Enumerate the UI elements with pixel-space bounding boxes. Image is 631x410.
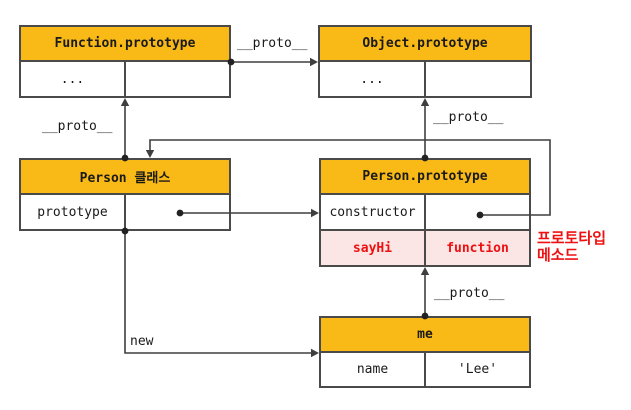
cell-prototype-key: prototype (21, 195, 126, 229)
box-row-sayhi-method: sayHi function (321, 231, 529, 265)
box-row-name: name 'Lee' (321, 353, 529, 386)
arrowhead-into-person-prototype-left (311, 208, 319, 218)
box-person-prototype: Person.prototype constructor sayHi funct… (319, 158, 531, 267)
box-row: ... (21, 62, 229, 96)
label-proto-person-to-function: __proto__ (42, 119, 113, 134)
cell-sayhi-value: function (426, 231, 529, 265)
label-proto-function-to-object: __proto__ (237, 36, 308, 51)
box-object-prototype: Object.prototype ... (318, 25, 532, 98)
box-title-person-prototype: Person.prototype (321, 160, 529, 195)
cell-ellipsis: ... (320, 62, 426, 96)
cell-constructor-key: constructor (321, 195, 426, 229)
box-me: me name 'Lee' (319, 316, 531, 388)
annotation-line-2: 메소드 (537, 246, 579, 264)
box-row: prototype (21, 195, 229, 229)
arrowhead-into-person-class-top (145, 150, 155, 158)
annotation-line-1: 프로토타입 (537, 229, 607, 247)
cell-constructor-ref (426, 195, 529, 229)
arrowhead-into-object-prototype (310, 57, 318, 67)
label-proto-me-to-prototype: __proto__ (434, 286, 505, 301)
cell-empty (126, 62, 229, 96)
cell-name-key: name (321, 353, 426, 386)
cell-ellipsis: ... (21, 62, 126, 96)
box-title-person-class: Person 클래스 (21, 160, 229, 195)
box-title-function-prototype: Function.prototype (21, 27, 229, 62)
box-row-constructor: constructor (321, 195, 529, 231)
box-row: ... (320, 62, 530, 96)
cell-name-value: 'Lee' (426, 353, 529, 386)
box-person-class: Person 클래스 prototype (19, 158, 231, 231)
cell-sayhi-key: sayHi (321, 231, 426, 265)
label-new-operator: new (130, 334, 154, 349)
box-function-prototype: Function.prototype ... (19, 25, 231, 98)
label-proto-prototype-to-object: __proto__ (433, 110, 504, 125)
arrowhead-into-object-prototype-bottom (420, 98, 430, 106)
arrowhead-into-person-prototype-bottom (420, 267, 430, 275)
arrowhead-into-me-left (311, 348, 319, 358)
box-title-me: me (321, 318, 529, 353)
arrowhead-into-function-prototype (120, 98, 130, 106)
cell-prototype-ref (126, 195, 229, 229)
box-title-object-prototype: Object.prototype (320, 27, 530, 62)
cell-empty (426, 62, 530, 96)
annotation-prototype-method: 프로토타입 메소드 (537, 230, 606, 264)
